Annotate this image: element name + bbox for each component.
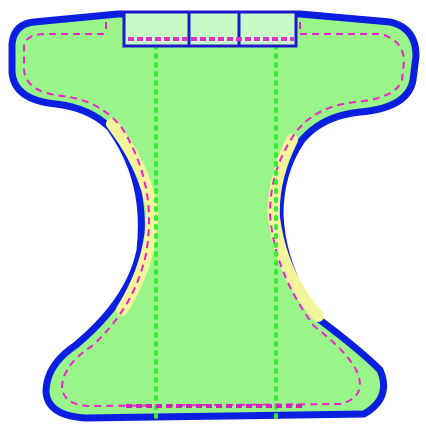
diaper-body-outline — [12, 14, 416, 418]
waist-tab — [124, 12, 296, 46]
corner-mark — [83, 415, 89, 421]
